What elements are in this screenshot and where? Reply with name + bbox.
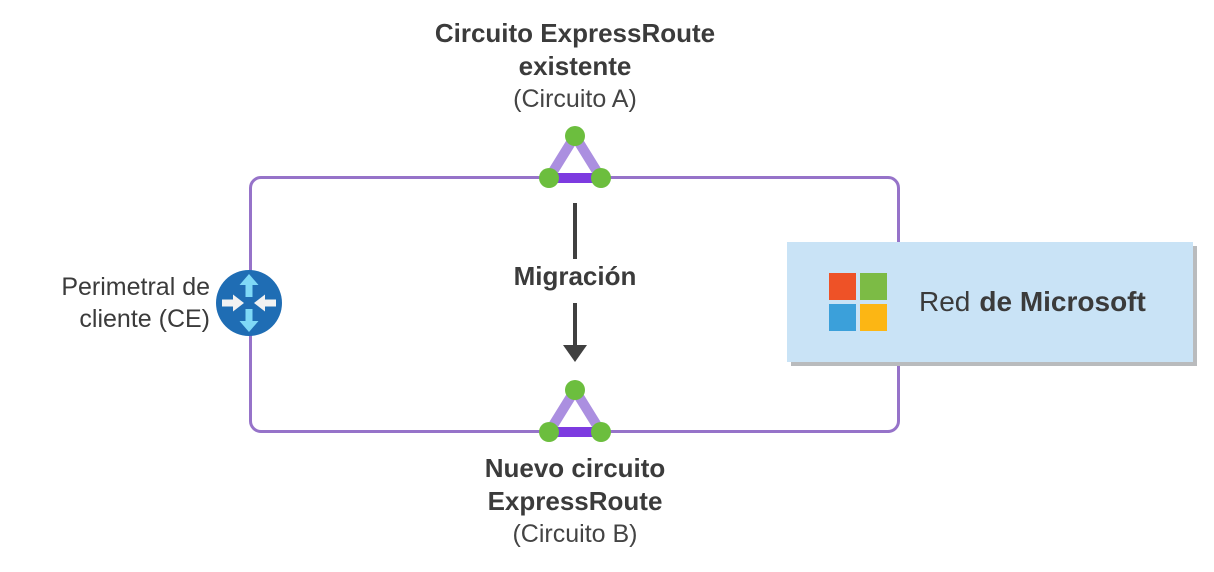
existing-circuit-title-line1: Circuito ExpressRoute	[434, 18, 716, 48]
expressroute-circuit-a-icon	[539, 126, 611, 188]
new-circuit-title-line2: ExpressRoute	[487, 486, 663, 516]
customer-edge-label: Perimetral de cliente (CE)	[20, 271, 210, 335]
existing-circuit-label: Circuito ExpressRoute existente (Circuit…	[355, 17, 795, 116]
microsoft-network-label: Red de Microsoft	[919, 286, 1146, 318]
microsoft-logo-green-square	[860, 273, 887, 300]
new-circuit-title-line1: Nuevo circuito	[484, 453, 666, 483]
migration-arrow-shaft	[573, 303, 577, 347]
microsoft-network-box: Red de Microsoft	[787, 242, 1193, 362]
microsoft-logo-red-square	[829, 273, 856, 300]
microsoft-logo-icon	[829, 273, 887, 331]
existing-circuit-subtitle: (Circuito A)	[513, 85, 637, 113]
microsoft-logo-yellow-square	[860, 304, 887, 331]
existing-circuit-title-line2: existente	[518, 51, 632, 81]
customer-edge-label-line2: cliente (CE)	[79, 305, 210, 333]
microsoft-network-label-regular: Red	[919, 286, 971, 317]
migration-line-upper	[573, 203, 577, 259]
new-circuit-label: Nuevo circuito ExpressRoute (Circuito B)	[355, 452, 795, 551]
migration-arrowhead	[563, 345, 587, 362]
customer-edge-label-line1: Perimetral de	[61, 273, 210, 301]
microsoft-logo-blue-square	[829, 304, 856, 331]
expressroute-circuit-b-icon	[539, 380, 611, 442]
migration-label: Migración	[513, 261, 637, 291]
router-icon	[216, 270, 282, 336]
microsoft-network-label-bold: de Microsoft	[979, 286, 1146, 317]
new-circuit-subtitle: (Circuito B)	[512, 520, 638, 548]
